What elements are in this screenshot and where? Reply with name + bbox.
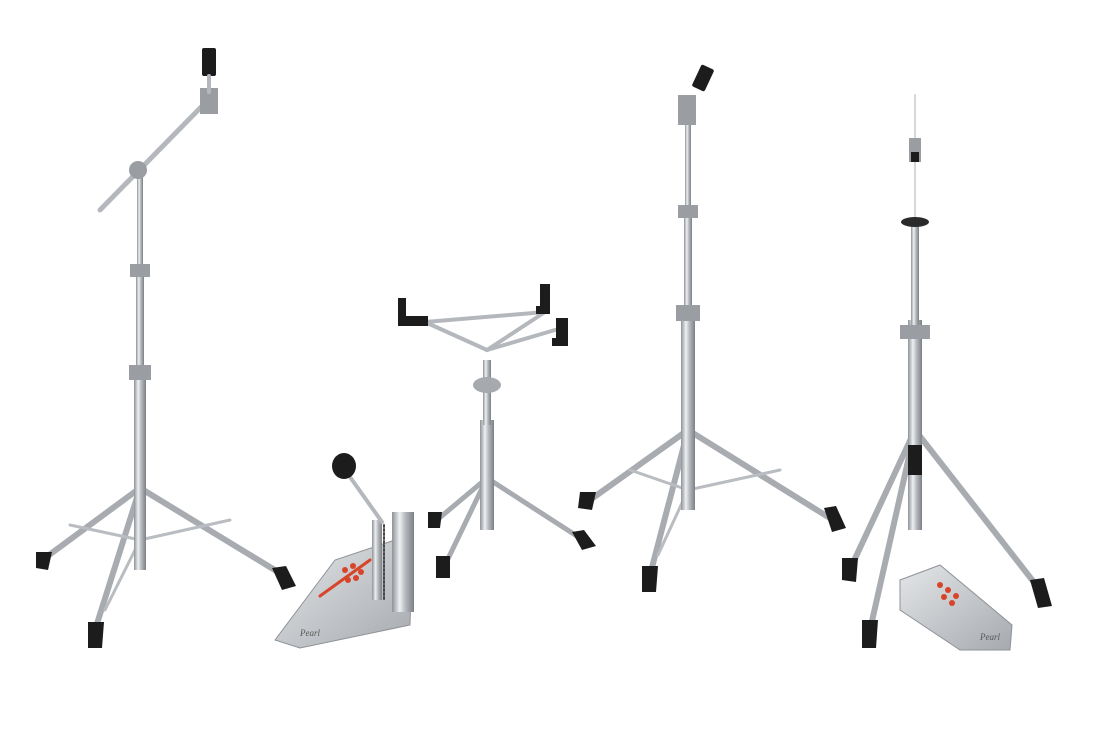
hihat-cup-icon (901, 217, 929, 227)
cymbal-felt-icon (202, 48, 216, 76)
pedal-red-dots (342, 563, 364, 583)
pearl-logo: Pearl (299, 628, 320, 638)
rubber-feet (36, 552, 296, 648)
beater-icon (332, 453, 356, 479)
straight-cymbal-stand (578, 64, 846, 592)
boom-cymbal-stand (36, 48, 296, 648)
snare-basket-holders (398, 284, 596, 578)
hi-hat-stand: Pearl (842, 94, 1052, 651)
snare-stand (398, 284, 596, 578)
cymbal-felt-icon (692, 64, 714, 92)
svg-text:Pearl: Pearl (979, 632, 1000, 642)
bass-drum-pedal: Pearl (274, 453, 414, 649)
